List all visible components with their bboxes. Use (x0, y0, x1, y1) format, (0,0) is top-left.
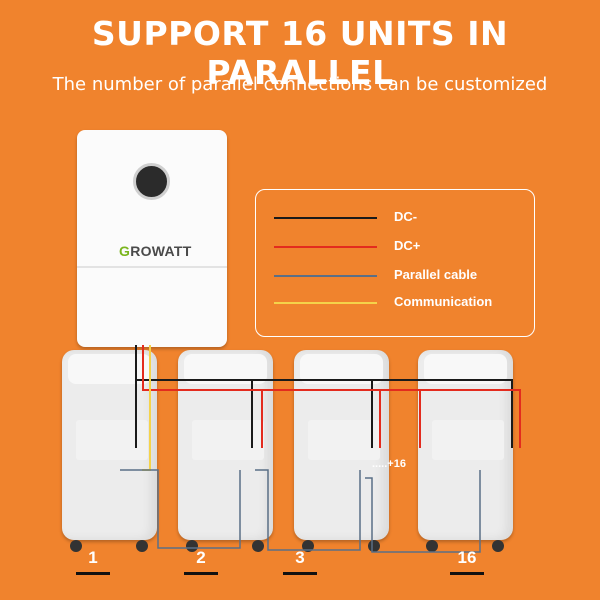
page-title: SUPPORT 16 UNITS IN PARALLEL (91, 14, 509, 92)
dc-plus-cable (142, 345, 521, 448)
wheel-icon (70, 540, 82, 552)
dc-minus-cable (135, 345, 513, 448)
wheel-icon (252, 540, 264, 552)
legend-line-communication (274, 302, 377, 304)
legend-label-dc-minus: DC- (394, 209, 418, 224)
unit-label-1: 1 (76, 548, 110, 575)
parallel-cable (365, 470, 481, 553)
legend-item-communication: Communication (274, 293, 524, 313)
wheel-icon (368, 540, 380, 552)
inverter-display-icon (133, 163, 170, 200)
inverter-brand-logo: GROWATT (119, 243, 192, 259)
brand-prefix: G (119, 243, 131, 259)
wheel-icon (492, 540, 504, 552)
cable-legend: DC- DC+ Parallel cable Communication (255, 189, 535, 337)
more-units-note: .....+16 (372, 458, 406, 470)
legend-line-dc-plus (274, 246, 377, 248)
battery-port-panel (432, 420, 504, 460)
legend-label-dc-plus: DC+ (394, 238, 421, 253)
parallel-cable (255, 469, 361, 551)
unit-label-2: 2 (184, 548, 218, 575)
unit-label-3: 3 (283, 548, 317, 575)
inverter-seam (77, 266, 227, 268)
legend-line-dc-minus (274, 217, 377, 219)
inverter-unit: GROWATT (77, 130, 227, 347)
battery-port-panel (308, 420, 380, 460)
brand-rest: ROWATT (130, 243, 192, 259)
wheel-icon (426, 540, 438, 552)
wheel-icon (302, 540, 314, 552)
battery-unit-16 (418, 350, 513, 552)
legend-line-parallel (274, 275, 377, 277)
parallel-cable (120, 469, 241, 549)
wheel-icon (136, 540, 148, 552)
battery-unit-1 (62, 350, 157, 552)
wheel-icon (186, 540, 198, 552)
legend-label-parallel: Parallel cable (394, 267, 478, 282)
legend-item-dc-plus: DC+ (274, 237, 524, 257)
legend-item-dc-minus: DC- (274, 208, 524, 228)
unit-label-16: 16 (450, 548, 484, 575)
legend-label-communication: Communication (394, 294, 493, 309)
legend-item-parallel: Parallel cable (274, 266, 524, 286)
page-subtitle: The number of parallel connections can b… (52, 74, 548, 95)
